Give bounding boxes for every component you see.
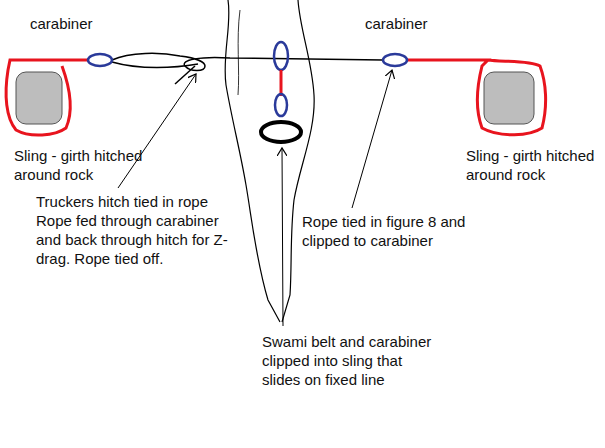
rope-tail [175,66,195,84]
carabiner-symbol [275,94,287,116]
leader-line [282,148,283,326]
note-label: Rope tied in figure 8 and clipped to car… [302,212,474,250]
z-drag-rope [112,62,198,68]
sling [280,70,283,96]
note-label: Sling - girth hitched around rock [466,146,601,184]
rock [16,72,62,124]
gully-outline [225,0,280,322]
carabiner-symbol [383,54,407,66]
note-label: Sling - girth hitched around rock [14,146,174,184]
gully-detail [238,10,240,95]
rock [484,72,534,124]
swami-belt [261,122,301,142]
carabiner-symbol [274,42,288,70]
sling [407,60,546,135]
note-label: carabiner [365,14,475,33]
leader-line [352,70,392,208]
note-label: Truckers hitch tied in rope Rope fed thr… [36,192,236,268]
sling [6,60,88,135]
leader-line [118,74,196,188]
note-label: carabiner [30,14,140,33]
fixed-rope [112,53,383,70]
note-label: Swami belt and carabiner clipped into sl… [262,332,440,389]
carabiner-symbol [88,54,112,66]
